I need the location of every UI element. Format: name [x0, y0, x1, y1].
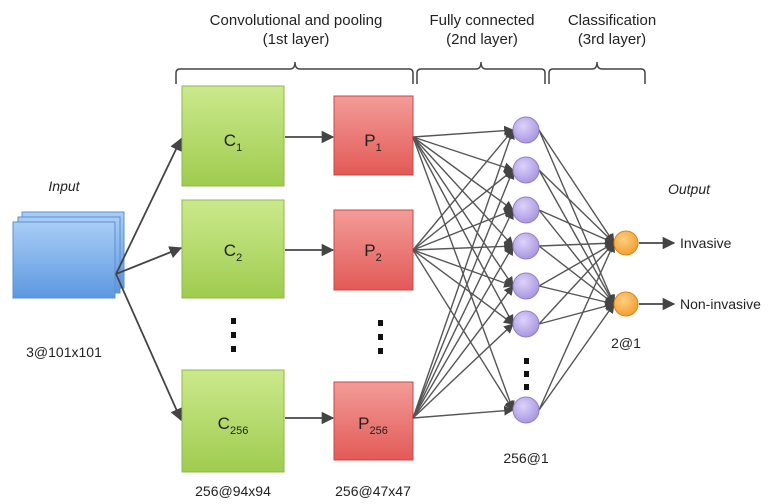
output-class-invasive: Invasive — [680, 235, 732, 251]
pool-map-1: P1 — [333, 95, 414, 176]
fc-node-5 — [512, 272, 540, 300]
fc-to-output-connections — [538, 129, 616, 411]
brace-fully-connected — [416, 61, 546, 84]
header-classification: Classification (3rd layer) — [568, 12, 656, 48]
output-dims: 2@1 — [611, 335, 641, 351]
connection-fc5-out2 — [538, 285, 615, 307]
header-conv-line2: (1st layer) — [263, 31, 330, 48]
pool-map-256: P256 — [333, 381, 414, 461]
connection-fc4-out2 — [538, 245, 615, 305]
connection-fc7-out1 — [538, 242, 615, 411]
connection-pool2-fc7 — [412, 249, 514, 411]
connection-fc2-out2 — [538, 169, 615, 305]
pool-map-1-base: P — [364, 131, 375, 150]
connection-pool1-fc4 — [412, 136, 514, 247]
header-fully-connected: Fully connected (2nd layer) — [429, 12, 534, 48]
connection-pool1-fc3 — [412, 136, 514, 211]
output-node-invasive — [613, 230, 639, 256]
pool-map-256-base: P — [358, 414, 369, 433]
input-title: Input — [48, 178, 80, 194]
conv-map-256-sub: 256 — [230, 425, 248, 437]
header-fc-line1: Fully connected — [429, 12, 534, 29]
connection-fc6-out1 — [538, 242, 615, 325]
connection-fc6-out2 — [538, 301, 615, 325]
pool-to-fc-connections — [412, 125, 515, 419]
header-cls-line1: Classification — [568, 12, 656, 29]
conv-map-1-sub: 1 — [236, 142, 242, 154]
fc-node-6 — [512, 310, 540, 338]
header-cls-line2: (3rd layer) — [578, 31, 646, 48]
conv-map-2: C2 — [181, 199, 285, 299]
fc-ellipsis — [524, 358, 529, 390]
pool-map-256-label: P256 — [358, 414, 388, 437]
pool-dims: 256@47x47 — [335, 483, 411, 499]
brace-conv-pooling — [175, 61, 414, 84]
conv-map-1-label: C1 — [224, 131, 242, 154]
conv-map-2-sub: 2 — [236, 252, 242, 264]
pool-map-1-sub: 1 — [376, 142, 382, 154]
connection-pool2-fc5 — [412, 249, 514, 288]
arrow-input-c2 — [115, 246, 183, 275]
connection-pool3-fc5 — [412, 285, 514, 419]
fc-node-3 — [512, 196, 540, 224]
pool-map-2-label: P2 — [364, 241, 381, 264]
conv-map-256: C256 — [181, 369, 285, 473]
conv-map-1-base: C — [224, 131, 236, 150]
fc-node-2 — [512, 156, 540, 184]
header-fc-line2: (2nd layer) — [446, 31, 518, 48]
header-conv-pooling: Convolutional and pooling (1st layer) — [210, 12, 383, 48]
pool-map-2-base: P — [364, 241, 375, 260]
brace-classification — [548, 61, 646, 84]
fc-node-7 — [512, 396, 540, 424]
connection-pool3-fc3 — [412, 209, 514, 419]
arrow-input-c256 — [115, 273, 183, 422]
fc-dims: 256@1 — [503, 450, 549, 466]
input-image-stack — [12, 211, 125, 299]
connection-fc4-out1 — [538, 238, 615, 249]
connection-pool2-fc6 — [412, 249, 514, 325]
arrow-input-c1 — [115, 137, 182, 275]
connection-pool3-fc2 — [412, 169, 515, 419]
connection-pool3-fc1 — [412, 129, 515, 419]
output-class-non-invasive: Non-invasive — [680, 296, 761, 312]
connection-fc1-out1 — [538, 129, 615, 244]
connection-pool2-fc3 — [412, 208, 514, 251]
conv-map-2-label: C2 — [224, 241, 242, 264]
header-conv-line1: Convolutional and pooling — [210, 12, 383, 29]
conv-map-256-label: C256 — [218, 414, 249, 437]
fc-node-4 — [512, 232, 540, 260]
pool-ellipsis — [378, 320, 383, 354]
connection-pool2-fc1 — [412, 129, 514, 251]
conv-map-256-base: C — [218, 414, 230, 433]
input-dims: 3@101x101 — [26, 344, 102, 360]
pool-map-1-label: P1 — [364, 131, 381, 154]
connection-fc1-out2 — [538, 129, 616, 305]
output-node-non-invasive — [613, 291, 639, 317]
pool-map-2: P2 — [333, 209, 414, 291]
connection-fc3-out2 — [538, 209, 615, 305]
pool-map-256-sub: 256 — [369, 425, 387, 437]
conv-map-2-base: C — [224, 241, 236, 260]
connection-pool1-fc2 — [412, 136, 514, 172]
connection-pool3-fc7 — [412, 405, 514, 419]
pool-map-2-sub: 2 — [376, 252, 382, 264]
connection-pool2-fc2 — [412, 169, 514, 251]
connection-pool2-fc4 — [412, 241, 514, 252]
connection-pool1-fc5 — [412, 136, 514, 287]
connection-fc2-out1 — [538, 169, 615, 244]
connection-pool3-fc4 — [412, 245, 514, 419]
conv-dims: 256@94x94 — [195, 483, 271, 499]
connection-pool1-fc1 — [412, 125, 514, 138]
connection-pool3-fc6 — [412, 323, 514, 419]
conv-ellipsis — [231, 318, 236, 352]
fc-node-1 — [512, 116, 540, 144]
connection-fc3-out1 — [538, 209, 615, 244]
fc-layer — [512, 116, 540, 424]
conv-map-1: C1 — [181, 85, 285, 187]
output-title: Output — [668, 181, 711, 197]
connection-fc7-out2 — [538, 303, 615, 411]
connection-fc5-out1 — [538, 242, 615, 287]
